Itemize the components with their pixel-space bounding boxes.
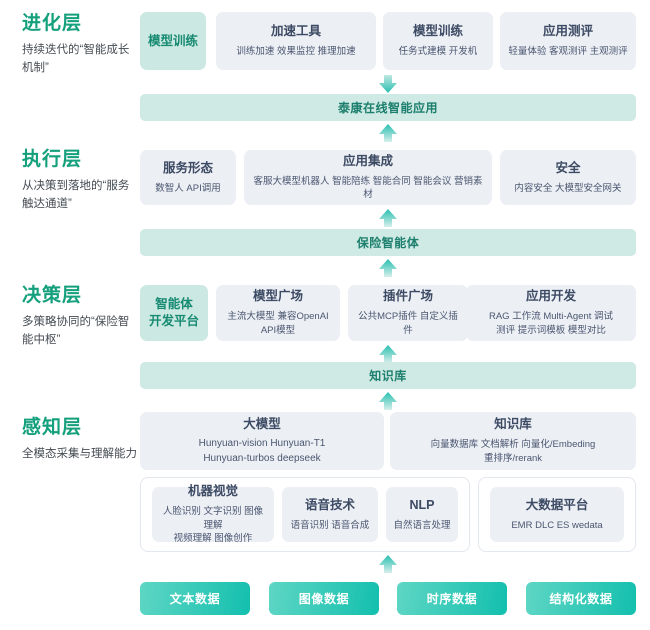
card-items: 数智人 API调用 [155,182,221,194]
card-title: NLP [409,497,435,512]
card-title: 应用测评 [542,24,593,39]
card-title: 模型广场 [252,289,303,304]
card-decision-agent-dev-platform-accent[interactable]: 智能体 开发平台 [140,285,208,341]
card-perception-bigdata-platform[interactable]: 大数据平台 EMR DLC ES wedata [490,487,624,542]
layer-subtitle-decision: 多策略协同的“保险智能中枢” [22,315,130,347]
layer-label-execution: 执行层 从决策到落地的“服务触达通道” [22,148,138,214]
pill-label: 图像数据 [298,592,350,606]
card-evolution-model-training-accent[interactable]: 模型训练 [140,12,206,70]
card-title: 模型训练 [147,33,198,48]
card-decision-plugin-plaza[interactable]: 插件广场 公共MCP插件 自定义插件 [348,285,468,341]
card-items: 自然语言处理 [393,519,451,531]
card-decision-model-plaza[interactable]: 模型广场 主流大模型 兼容OpenAI API模型 [216,285,340,341]
card-items: 轻量体验 客观测评 主观测评 [508,46,628,58]
card-perception-knowledge-base[interactable]: 知识库 向量数据库 文档解析 向量化/Embeding 重排序/rerank [390,412,636,470]
layer-label-perception: 感知层 全模态采集与理解能力 [22,416,138,463]
layer-subtitle-evolution: 持续迭代的“智能成长机制” [22,43,130,75]
card-items: RAG 工作流 Multi-Agent 调试 测评 提示词模板 模型对比 [488,311,614,336]
card-title: 加速工具 [270,24,321,39]
data-source-pill-timeseries[interactable]: 时序数据 [397,582,507,615]
card-perception-machine-vision[interactable]: 机器视觉 人脸识别 文字识别 图像理解 视频理解 图像创作 [152,484,274,544]
card-perception-large-model[interactable]: 大模型 Hunyuan-vision Hunyuan-T1 Hunyuan-tu… [140,412,384,470]
card-evolution-acceleration-tools[interactable]: 加速工具 训练加速 效果监控 推理加速 [216,12,376,70]
layer-title-evolution: 进化层 [22,13,83,34]
pill-label: 时序数据 [426,592,478,606]
bar-taikang-online-ai-application[interactable]: 泰康在线智能应用 [140,94,636,121]
bar-label: 泰康在线智能应用 [337,101,438,115]
layer-title-perception: 感知层 [22,417,83,438]
arrow-up-icon-kb-to-decision [377,345,399,364]
pill-label: 结构化数据 [549,592,613,606]
arrow-down-icon-evolution-to-app [377,75,399,94]
card-title: 大数据平台 [525,497,589,512]
layer-subtitle-execution: 从决策到落地的“服务触达通道” [22,179,130,211]
card-evolution-app-evaluation[interactable]: 应用测评 轻量体验 客观测评 主观测评 [500,12,636,70]
card-execution-application-integration[interactable]: 应用集成 客服大模型机器人 智能陪练 智能合同 智能会议 营销素材 [244,150,492,205]
bar-label: 知识库 [369,369,407,383]
card-title: 服务形态 [162,160,213,175]
card-evolution-model-training[interactable]: 模型训练 任务式建模 开发机 [383,12,493,70]
card-execution-security[interactable]: 安全 内容安全 大模型安全网关 [500,150,636,205]
card-perception-speech-technology[interactable]: 语音技术 语音识别 语音合成 [282,487,378,542]
card-items: 语音识别 语音合成 [290,519,370,531]
card-title: 知识库 [494,417,532,432]
card-title: 语音技术 [304,497,355,512]
card-perception-nlp[interactable]: NLP 自然语言处理 [386,487,458,542]
card-title: 模型训练 [412,24,463,39]
bar-label: 保险智能体 [356,236,420,250]
card-items: 向量数据库 文档解析 向量化/Embeding 重排序/rerank [430,439,596,464]
layer-title-execution: 执行层 [22,149,83,170]
card-title: 插件广场 [382,289,433,304]
data-source-pill-image[interactable]: 图像数据 [269,582,379,615]
card-items: 公共MCP插件 自定义插件 [358,311,458,336]
card-items: Hunyuan-vision Hunyuan-T1 Hunyuan-turbos… [198,438,326,464]
card-items: 客服大模型机器人 智能陪练 智能合同 智能会议 营销素材 [253,175,483,201]
card-title: 机器视觉 [187,483,238,498]
layer-label-decision: 决策层 多策略协同的“保险智能中枢” [22,284,138,350]
data-source-pill-text[interactable]: 文本数据 [140,582,250,615]
card-title: 应用集成 [342,153,393,168]
card-title: 大模型 [243,416,281,431]
arrow-up-icon-agent-to-execution [377,209,399,228]
bar-insurance-agent[interactable]: 保险智能体 [140,229,636,256]
card-title: 应用开发 [525,289,576,304]
arrow-up-icon-data-to-perception [377,555,399,574]
card-items: 训练加速 效果监控 推理加速 [236,46,356,58]
layer-title-decision: 决策层 [22,285,83,306]
card-title: 安全 [555,160,581,175]
arrow-up-icon-execution-to-app [377,124,399,143]
card-items: 主流大模型 兼容OpenAI API模型 [227,311,329,336]
arrow-up-icon-decision-to-agent [377,259,399,278]
pill-label: 文本数据 [169,592,221,606]
layer-label-evolution: 进化层 持续迭代的“智能成长机制” [22,12,138,78]
bar-knowledge-base[interactable]: 知识库 [140,362,636,389]
card-title: 智能体 开发平台 [148,297,199,328]
data-source-pill-structured[interactable]: 结构化数据 [526,582,636,615]
layer-subtitle-perception: 全模态采集与理解能力 [22,447,137,460]
card-execution-service-form[interactable]: 服务形态 数智人 API调用 [140,150,236,205]
card-decision-app-development[interactable]: 应用开发 RAG 工作流 Multi-Agent 调试 测评 提示词模板 模型对… [466,285,636,341]
arrow-up-icon-perception-to-kb [377,392,399,411]
card-items: 内容安全 大模型安全网关 [514,182,622,194]
card-items: 任务式建模 开发机 [398,46,478,58]
card-items: EMR DLC ES wedata [511,519,603,531]
card-items: 人脸识别 文字识别 图像理解 视频理解 图像创作 [162,505,264,545]
